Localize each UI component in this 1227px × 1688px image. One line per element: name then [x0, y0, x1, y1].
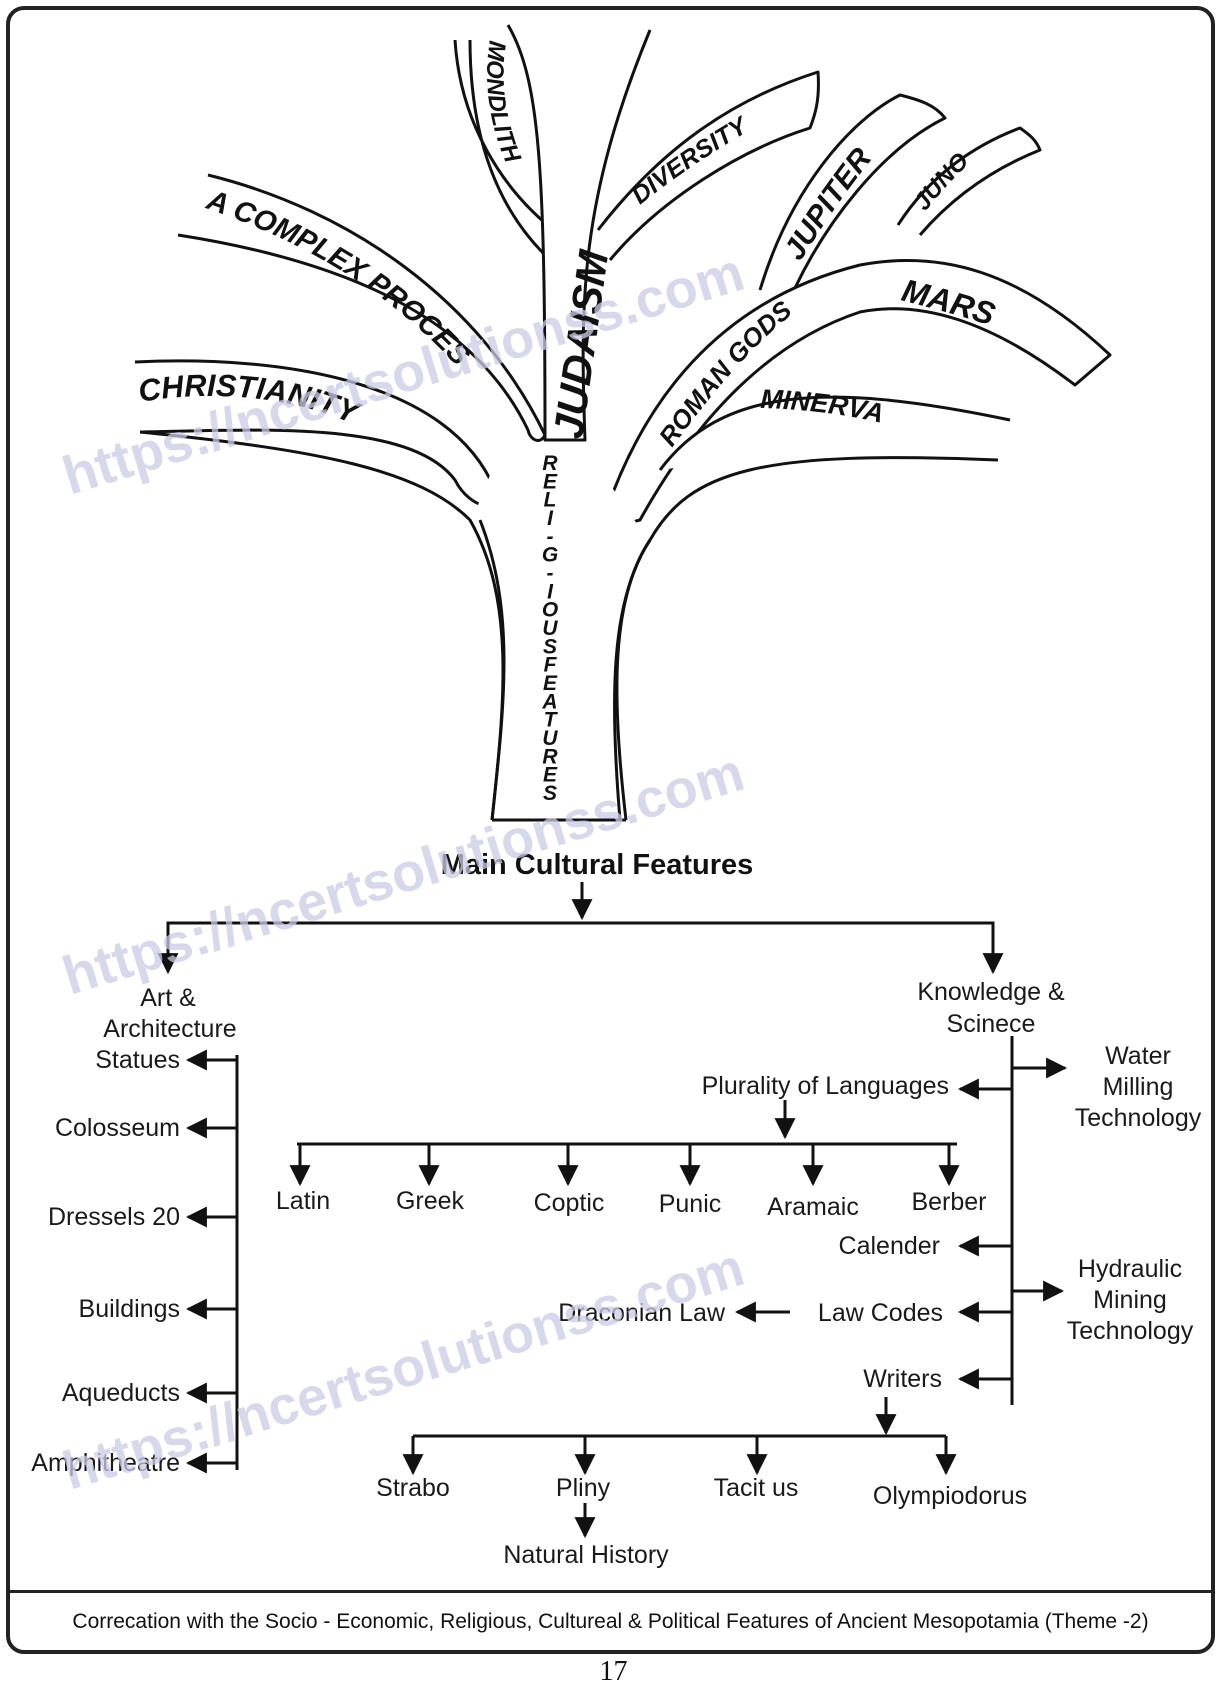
law-codes: Law Codes: [818, 1299, 943, 1327]
natural-history: Natural History: [503, 1541, 669, 1569]
water-milling-technology: Water Milling Technology: [1075, 1042, 1202, 1132]
language-label: Punic: [659, 1190, 722, 1218]
language-label: Greek: [396, 1187, 465, 1215]
svg-text:https://ncertsolutionss.com: https://ncertsolutionss.com: [56, 1237, 751, 1501]
art-item: Dressels 20: [48, 1203, 237, 1231]
trunk-letter: E: [543, 672, 558, 695]
trunk-letter: L: [544, 489, 557, 512]
writer-names-list: Strabo Pliny Tacit us Olympiodorus: [376, 1436, 1027, 1510]
writer-label: Olympiodorus: [873, 1482, 1027, 1510]
art-item: Buildings: [79, 1295, 237, 1323]
trunk-letter: R: [542, 452, 558, 475]
language-item: Punic: [659, 1144, 722, 1218]
trunk-letter: S: [543, 782, 557, 805]
minerva-branch: [658, 395, 1011, 471]
language-item: Berber: [911, 1144, 987, 1216]
art-item-label: Colosseum: [55, 1114, 180, 1142]
page-frame: [6, 6, 1215, 1654]
cultural-features-diagram: CHRISTIANITY A COMPLEX PROCESS MONDLITH …: [0, 0, 1202, 1569]
judaism-branch: [506, 24, 652, 442]
svg-text:Hydraulic: Hydraulic: [1078, 1255, 1182, 1283]
language-label: Latin: [276, 1187, 330, 1215]
draconian-law: Draconian Law: [558, 1299, 726, 1327]
art-item-label: Buildings: [79, 1295, 180, 1323]
plurality-of-languages: Plurality of Languages: [702, 1072, 949, 1100]
trunk-letter: A: [541, 690, 557, 713]
writers: Writers: [863, 1365, 942, 1393]
trunk-letter: G: [542, 544, 558, 567]
art-item: Amphitheatre: [31, 1449, 237, 1477]
art-item: Colosseum: [55, 1114, 237, 1142]
religious-features-tree: CHRISTIANITY A COMPLEX PROCESS MONDLITH …: [0, 0, 1112, 822]
language-label: Aramaic: [767, 1193, 859, 1221]
writer-item: Pliny: [556, 1436, 611, 1502]
languages-list: Latin Greek Coptic Punic Aramaic Berber: [276, 1144, 987, 1221]
diversity-branch: [596, 70, 820, 261]
trunk-letter: I: [547, 507, 554, 530]
art-item-label: Aqueducts: [62, 1379, 180, 1407]
language-item: Latin: [276, 1144, 330, 1215]
art-item: Aqueducts: [62, 1379, 237, 1407]
knowledge-heading-line1: Knowledge &: [917, 978, 1065, 1006]
trunk-letter: E: [543, 470, 558, 493]
svg-text:Technology: Technology: [1075, 1104, 1202, 1132]
writer-item: Tacit us: [714, 1436, 799, 1502]
branch-label-mondlith: MONDLITH: [481, 39, 526, 167]
trunk-letter: S: [543, 635, 557, 658]
svg-text:Milling: Milling: [1103, 1073, 1174, 1101]
language-item: Coptic: [534, 1144, 605, 1217]
language-item: Aramaic: [767, 1144, 859, 1221]
main-title: Main Cultural Features: [441, 849, 754, 881]
trunk-letter: R: [542, 745, 558, 768]
knowledge-heading-line2: Scinece: [947, 1010, 1036, 1038]
svg-text:Water: Water: [1105, 1042, 1171, 1070]
art-item: Statues: [95, 1046, 237, 1074]
trunk-letter: U: [542, 727, 558, 750]
calender: Calender: [839, 1232, 940, 1260]
art-item-label: Amphitheatre: [31, 1449, 180, 1477]
trunk-letter: -: [547, 562, 554, 585]
language-item: Greek: [396, 1144, 465, 1215]
trunk-letter: E: [543, 764, 558, 787]
language-label: Coptic: [534, 1189, 605, 1217]
trunk-letter: F: [544, 654, 558, 677]
art-item-label: Dressels 20: [48, 1203, 180, 1231]
juno-branch: [896, 126, 1042, 236]
writer-label: Strabo: [376, 1474, 450, 1502]
trunk-letter: -: [547, 525, 554, 548]
language-label: Berber: [911, 1188, 986, 1216]
footer-caption: Correcation with the Socio - Economic, R…: [10, 1590, 1211, 1650]
roman-gods-branch: [598, 258, 1112, 532]
trunk-letter: T: [544, 709, 559, 732]
writer-label: Pliny: [556, 1474, 611, 1502]
svg-text:Technology: Technology: [1067, 1317, 1194, 1345]
art-heading-line2: Architecture: [103, 1015, 236, 1043]
page-number: 17: [599, 1656, 628, 1687]
writer-item: Olympiodorus: [873, 1436, 1027, 1510]
trunk-letter: O: [542, 599, 558, 622]
main-features-chart: Main Cultural Features Art & Architectur…: [31, 849, 1201, 1569]
trunk-letter: U: [542, 617, 558, 640]
hydraulic-mining-technology: Hydraulic Mining Technology: [1067, 1255, 1194, 1345]
art-item-label: Statues: [95, 1046, 180, 1074]
trunk-letter: I: [547, 580, 554, 603]
complex-process-branch: [177, 173, 547, 442]
jupiter-branch: [758, 93, 947, 291]
art-heading-line1: Art &: [140, 984, 196, 1012]
svg-text:Mining: Mining: [1093, 1286, 1167, 1314]
writer-label: Tacit us: [714, 1474, 799, 1502]
writer-item: Strabo: [376, 1436, 450, 1502]
